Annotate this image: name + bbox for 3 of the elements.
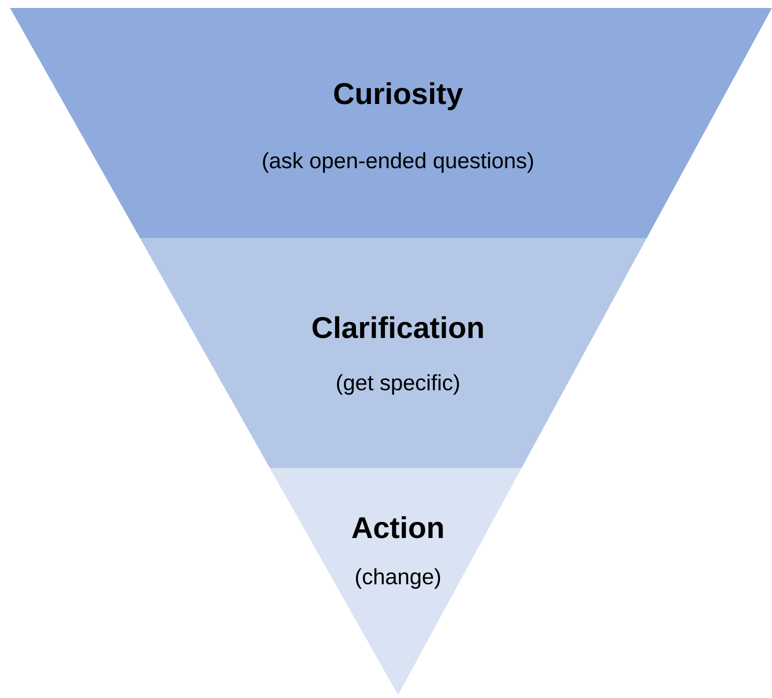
funnel-band: Action (change)	[270, 468, 522, 695]
funnel-band: Curiosity (ask open-ended questions)	[10, 8, 772, 238]
funnel-band: Clarification (get specific)	[140, 238, 647, 468]
